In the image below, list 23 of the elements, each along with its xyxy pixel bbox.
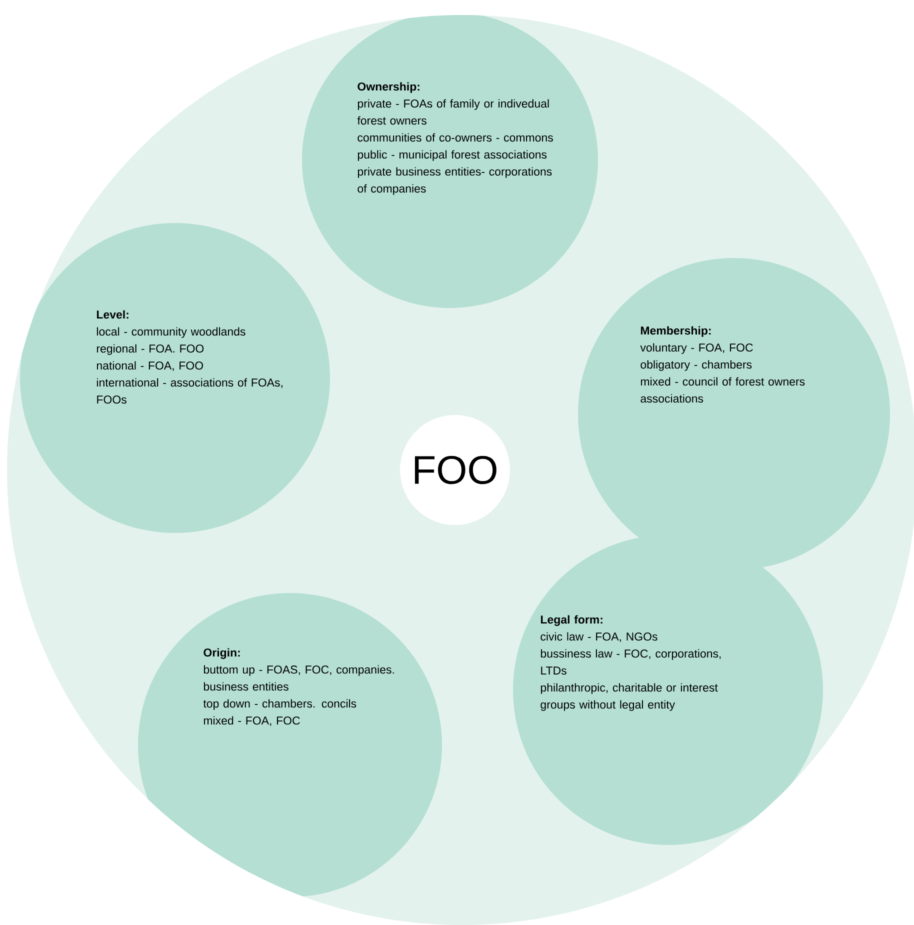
circle-heading: Ownership:: [358, 82, 420, 93]
circle-text: international - associations of FOAs, FOOs: [96, 378, 282, 404]
circle-text: obligatory - chambers: [640, 360, 752, 371]
circle-text: mixed - FOA, FOC: [204, 716, 300, 726]
circle-text: mixed - council of forest owners associations: [640, 377, 805, 403]
circle-text: voluntary - FOA, FOC: [640, 343, 753, 354]
topic-circle: [578, 258, 890, 570]
topic-circle: [20, 223, 330, 533]
circle-text: national - FOA, FOO: [96, 361, 203, 371]
topic-circle: [138, 593, 442, 897]
circle-text: public - municipal forest associations: [358, 150, 547, 161]
circle-text: regional - FOA. FOO: [96, 344, 204, 355]
circle-text: local - community woodlands: [96, 327, 246, 338]
circle-heading: Origin:: [204, 648, 240, 659]
circle-heading: Level:: [96, 310, 128, 319]
circle-text: philanthropic, charitable or interest groups without legal entity: [540, 683, 718, 711]
circle-text: communities of co-owners - commons: [358, 133, 553, 142]
topic-circle: [513, 535, 823, 845]
circle-heading: Membership:: [640, 326, 711, 337]
circle-text: top down - chambers. concils: [203, 699, 356, 710]
circle-heading: Legal form:: [540, 615, 602, 626]
circle-text: civic law - FOA, NGOs: [540, 632, 658, 642]
circle-text: private business entities- corporations of companies: [358, 167, 552, 195]
